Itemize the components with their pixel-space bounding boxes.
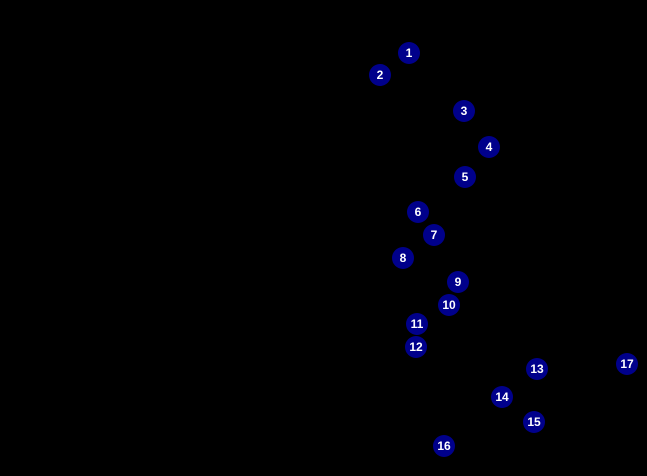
marker-8[interactable]: 8 bbox=[392, 247, 414, 269]
marker-13[interactable]: 13 bbox=[526, 358, 548, 380]
marker-3[interactable]: 3 bbox=[453, 100, 475, 122]
marker-14[interactable]: 14 bbox=[491, 386, 513, 408]
marker-15[interactable]: 15 bbox=[523, 411, 545, 433]
marker-10[interactable]: 10 bbox=[438, 294, 460, 316]
marker-17[interactable]: 17 bbox=[616, 353, 638, 375]
marker-16[interactable]: 16 bbox=[433, 435, 455, 457]
marker-11[interactable]: 11 bbox=[406, 313, 428, 335]
marker-7[interactable]: 7 bbox=[423, 224, 445, 246]
marker-12[interactable]: 12 bbox=[405, 336, 427, 358]
marker-1[interactable]: 1 bbox=[398, 42, 420, 64]
marker-5[interactable]: 5 bbox=[454, 166, 476, 188]
marker-2[interactable]: 2 bbox=[369, 64, 391, 86]
marker-6[interactable]: 6 bbox=[407, 201, 429, 223]
marker-4[interactable]: 4 bbox=[478, 136, 500, 158]
marker-9[interactable]: 9 bbox=[447, 271, 469, 293]
